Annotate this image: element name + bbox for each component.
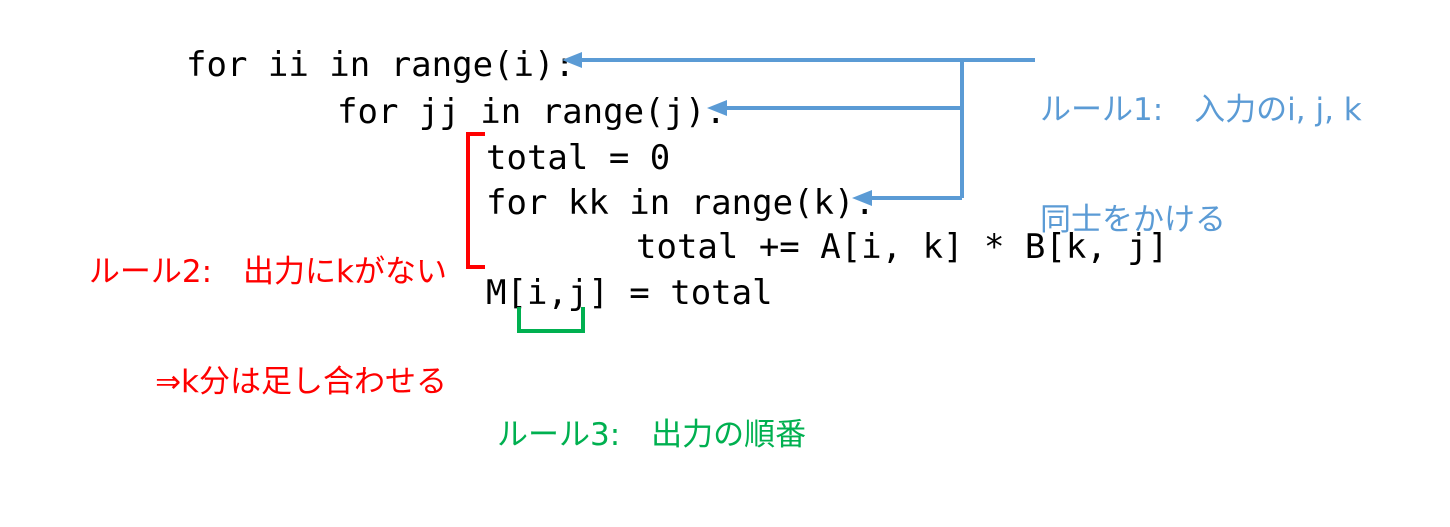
rule1-annotation: ルール1: 入力のi, j, k 同士をかける [1040, 19, 1362, 312]
connector-graphics [466, 52, 1035, 333]
rule1-arrowhead-jj [707, 100, 727, 116]
rule2-annotation: ルール2: 出力にkがない ⇒k分は足し合わせる [89, 181, 447, 474]
rule1-text-line2: 同士をかける [1040, 201, 1226, 238]
rule2-text-line1: ルール2: 出力にkがない [88, 254, 447, 291]
rule1-connector [562, 52, 1035, 206]
code-line-total-accumulate: total += A[i, k] * B[k, j] [636, 227, 1169, 267]
code-line-for-ii: for ii in range(i): [186, 45, 575, 85]
rule1-arrowhead-kk [852, 190, 872, 206]
rule1-arrowhead-ii [562, 52, 582, 68]
code-line-for-jj: for jj in range(j): [337, 92, 726, 132]
code-line-for-kk: for kk in range(k): [486, 183, 875, 223]
rule3-text-line1: ルール3: 出力の順番 [497, 417, 807, 454]
rule2-bracket [466, 132, 485, 269]
rule1-text-line1: ルール1: 入力のi, j, k [1040, 92, 1362, 129]
diagram-canvas: for ii in range(i): for jj in range(j): … [89, 19, 1362, 453]
rule2-text-line2: ⇒k分は足し合わせる [155, 363, 447, 400]
rule3-bracket [517, 307, 585, 333]
code-line-total-init: total = 0 [486, 138, 671, 178]
code-line-assign-m: M[i,j] = total [486, 273, 773, 313]
